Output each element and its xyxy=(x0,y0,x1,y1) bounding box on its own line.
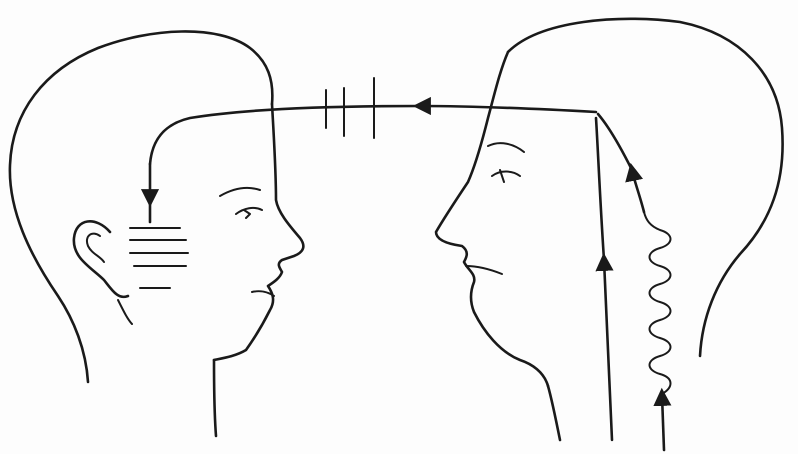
listener-sound-lines xyxy=(130,228,188,288)
listener-eye xyxy=(236,208,262,218)
wavy-signal-top xyxy=(598,114,632,170)
wavy-signal xyxy=(644,212,671,395)
speaker-eye xyxy=(492,170,520,182)
listener-face-profile xyxy=(214,104,303,360)
signal-path xyxy=(150,78,671,450)
speaker-eyebrow xyxy=(488,143,524,152)
listener-neck xyxy=(214,360,216,436)
listener-head-outline xyxy=(10,31,272,382)
wavy-signal-base xyxy=(662,395,664,450)
speaker-head-outline xyxy=(508,19,783,356)
top-signal-line-left xyxy=(150,106,420,164)
top-signal-line xyxy=(420,106,596,112)
listener-eyebrow xyxy=(220,188,260,196)
straight-signal-top xyxy=(596,118,604,260)
wavy-signal-rise xyxy=(632,170,644,212)
speaker-face-profile xyxy=(436,52,548,386)
listener-jaw xyxy=(118,300,132,324)
speaker-neck xyxy=(548,386,560,440)
listener-ear-inner xyxy=(87,234,104,262)
listener-head xyxy=(10,31,304,436)
straight-signal xyxy=(604,260,612,440)
